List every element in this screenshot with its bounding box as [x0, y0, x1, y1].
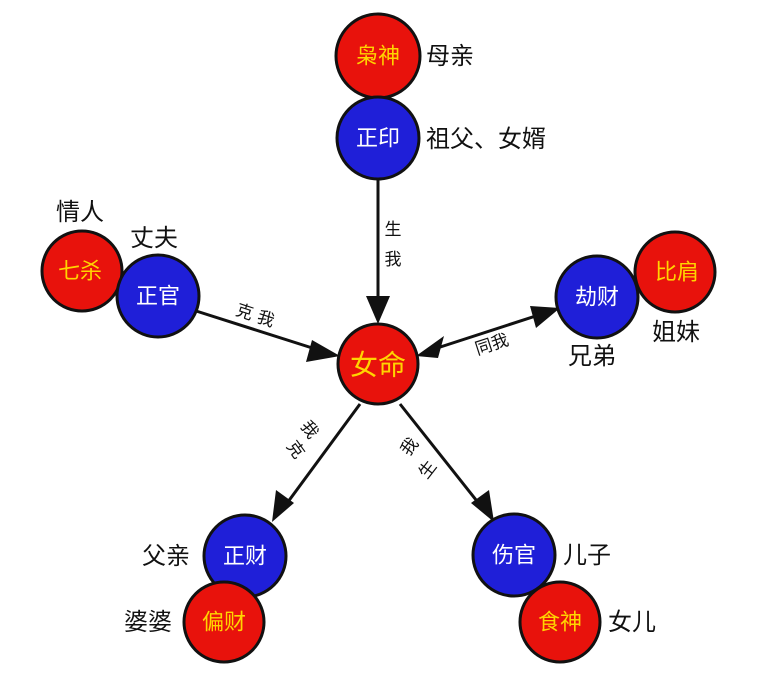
node-bijian: 比肩: [633, 230, 717, 314]
edges: [192, 175, 560, 522]
edge-label-wo-ke-2: 克: [282, 437, 308, 463]
svg-text:比肩: 比肩: [655, 261, 699, 286]
relation-mother: 母亲: [426, 42, 474, 70]
arrowhead-zhengguan: [306, 340, 340, 362]
edge-label-ke-wo: 克 我: [233, 300, 277, 331]
svg-text:劫财: 劫财: [575, 286, 619, 311]
arrowhead-zhengcai: [272, 490, 294, 522]
arrowhead-zhengyin: [366, 296, 390, 324]
node-zhengyin: 正印: [335, 95, 421, 181]
relation-motherinlaw: 婆婆: [124, 608, 172, 636]
relation-son: 儿子: [563, 541, 611, 569]
svg-text:枭神: 枭神: [356, 45, 400, 70]
node-jiecai: 劫财: [554, 254, 640, 340]
relation-lover: 情人: [56, 198, 104, 226]
svg-text:正财: 正财: [223, 545, 267, 570]
relation-sister: 姐妹: [652, 318, 700, 346]
relation-daughter: 女儿: [608, 608, 656, 636]
node-piancai: 偏财: [182, 580, 266, 664]
node-center: 女命: [336, 322, 420, 406]
node-qisha: 七杀: [40, 229, 124, 313]
edge-label-wo: 我: [385, 250, 402, 270]
arrowhead-jiecai: [530, 306, 560, 328]
svg-text:偏财: 偏财: [202, 611, 246, 636]
edge-label-wo-sheng-2: 生: [415, 457, 441, 483]
relation-father: 父亲: [142, 542, 190, 570]
edge-label-wo-sheng-1: 我: [397, 434, 423, 460]
relation-husband: 丈夫: [130, 224, 178, 252]
node-zhengcai: 正财: [202, 513, 288, 599]
edge-center-to-shangguan: [398, 403, 486, 511]
svg-text:七杀: 七杀: [58, 260, 102, 285]
edge-zhengguan-to-center: [192, 308, 329, 355]
svg-text:女命: 女命: [350, 349, 406, 382]
arrowhead-shangguan: [471, 490, 494, 522]
edge-label-sheng: 生: [385, 220, 402, 240]
svg-text:正印: 正印: [356, 127, 400, 152]
edge-center-jiecai: [427, 310, 549, 353]
node-shishen: 食神: [518, 580, 602, 664]
relation-brother: 兄弟: [568, 342, 616, 370]
edge-center-to-zhengcai: [280, 403, 362, 511]
svg-text:食神: 食神: [538, 611, 582, 636]
relation-grandfather-soninlaw: 祖父、女婿: [426, 125, 546, 153]
arrowhead-center-right: [416, 336, 444, 358]
node-xiaoshen: 枭神: [334, 12, 422, 100]
svg-text:正官: 正官: [136, 285, 180, 310]
svg-text:伤官: 伤官: [492, 544, 536, 569]
node-zhengguan: 正官: [115, 253, 201, 339]
node-shangguan: 伤官: [471, 512, 557, 598]
